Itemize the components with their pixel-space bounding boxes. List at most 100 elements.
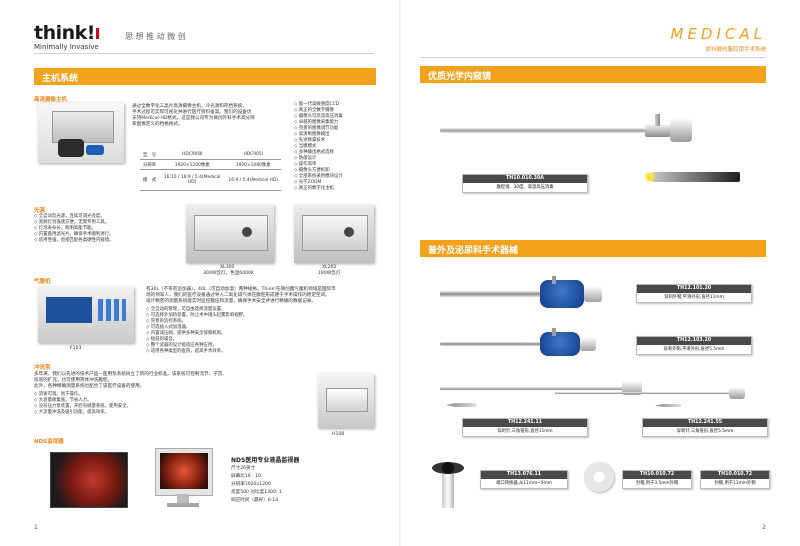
scope-tip-light [646, 173, 654, 181]
insufflator-subtitle: 气腹机 [34, 279, 51, 285]
needle-handle [729, 387, 745, 399]
camera-feature-list: ◇ 能一代高敏感度CCD ◇ 真正的全数字摄像 ◇ 摄像头可高温高压消毒 ◇ 卓… [294, 102, 343, 192]
list-item: ◇ 内置备用滤光片，确保手术顺利进行。 [34, 232, 114, 237]
trocar-cap [584, 286, 602, 302]
xl300-desc: 300W氙灯，色温6000K [203, 271, 254, 276]
monitor-stand [177, 494, 189, 504]
page-number-right: 2 [762, 524, 766, 531]
list-item: ◇ 卓越的图像采集能力 [294, 120, 339, 125]
list-item: ◇ 高清晰图像输出 [294, 132, 330, 137]
list-item: ◇ 全自动氙光源，连续可调光亮度。 [34, 214, 105, 219]
camera-subtitle: 高清摄像主机 [34, 97, 68, 103]
list-item: ◇ 整个武器的设计能适应各种应用。 [146, 343, 217, 348]
camera-coupler [86, 145, 104, 155]
trocar-5mm-image [440, 326, 620, 362]
list-item: ◇ 当模模式 [294, 144, 317, 149]
instrument-caption: TH12.241.55 穿刺针,三角锥形,直径5.5mm [642, 418, 768, 437]
light-port [344, 227, 354, 237]
list-item: ◇ 可选插入式加温器。 [146, 325, 191, 330]
monitor-image [155, 448, 213, 508]
light-source-xl300-image [186, 205, 274, 263]
trocar-11mm-image [440, 276, 620, 312]
insufflator-screen [46, 297, 92, 323]
medical-title: MEDICAL [670, 25, 766, 43]
list-item: ◇ 摄像头可高温高压消毒 [294, 114, 343, 119]
camera-unit-image [38, 103, 124, 163]
list-item: ◇ 先进降噪技术 [294, 138, 326, 143]
monitor-subtitle: NDS监视器 [34, 439, 64, 445]
monitor-surgery-image [50, 452, 128, 508]
list-item: ◇ 灯泡寿命长，照明高能节能。 [34, 226, 96, 231]
list-item: ◇ 宽频灯泡低速方便，无需专用工具。 [34, 220, 110, 225]
light-panel [302, 215, 368, 251]
table-row: 型 号 HDC905Ⅱ HDC905Ⅰ [140, 150, 282, 160]
trocar-stopcock [552, 328, 556, 336]
list-item: ◇ 没有压力泵装置，开腔有微量系统，使用安全。 [34, 404, 131, 409]
list-item: ◇ 真正的数字化主机 [294, 186, 334, 191]
scope-light-post [655, 114, 660, 126]
table-row: 分辨率 1920×1200像素 1920×1080像素 [140, 159, 282, 170]
pump-feature-list: ◇ 流速可调，易于操作。 ◇ 大容量收集瓶，节省人力。 ◇ 没有压力泵装置，开腔… [34, 392, 131, 416]
monitor-specs: 尺寸26英寸 屏幕比16 : 10 分辨率1920x1200 亮度500 对比度… [231, 466, 282, 503]
header-divider [34, 53, 374, 54]
trocar-sheath [440, 291, 540, 297]
scope-shaft [440, 128, 645, 133]
insufflator-model: F103 [70, 346, 82, 351]
section-title: 主机系统 [42, 74, 79, 84]
xl202-desc: 180W氙灯 [318, 271, 341, 276]
pump-panel [326, 388, 368, 412]
pump-image [318, 374, 374, 428]
needle-tip-11mm-image [446, 403, 476, 407]
list-item: ◇ 适用各种类型的医院，提高手术效率。 [146, 349, 226, 354]
list-item: ◇ 真正的全数字摄像 [294, 108, 334, 113]
list-item: ◇ 能一代高敏感度CCD [294, 102, 340, 107]
brand-slogan: 思 想 推 动 微 创 [125, 32, 186, 41]
converter-stem [442, 474, 454, 508]
scope-body [645, 124, 670, 137]
needle-tip-5mm-image [655, 404, 681, 407]
light-source-xl202-image [294, 205, 374, 263]
instrument-caption: TH12.101.20 穿刺外鞘,平滑外形,直径11mm [636, 284, 752, 303]
converter-top [432, 462, 464, 474]
light-subtitle: 光源 [34, 208, 46, 214]
list-item: ◇ 适用性强，直接匹配各类硬性内窥镜。 [34, 238, 114, 243]
list-item: ◇ 大流量冲洗及吸引功能，提高效率。 [34, 410, 110, 415]
insufflator-buttons [98, 299, 126, 321]
list-item: ◇ 流速可调，易于操作。 [34, 392, 83, 397]
needle-11mm-image [440, 380, 660, 396]
list-item: ◇ 全自动的管理，可自由选择流量设置。 [146, 307, 226, 312]
list-item: ◇ 全部系统采用模块设计 [294, 174, 343, 179]
xl202-model: XL202 [322, 265, 337, 270]
monitor-bezel [155, 448, 213, 496]
instrument-caption: TH10.010.72 封帽,用于3.5mm外鞘 [622, 470, 692, 489]
section-bar-instruments: 普外及泌尿科手术器械 [420, 240, 766, 257]
list-item: ◇ 极低的噪音。 [146, 337, 178, 342]
light-panel [194, 215, 268, 251]
light-feature-list: ◇ 全自动氙光源，连续可调光亮度。 ◇ 宽频灯泡低速方便，无需专用工具。 ◇ 灯… [34, 214, 113, 244]
trocar-sheath [440, 342, 540, 346]
section-bar-laparoscope: 优质光学内窥镜 [420, 66, 766, 83]
insufflator-feature-list: ◇ 全自动的管理，可自由选择流量设置。 ◇ 可选择外加热装置，防止术中镜头起雾影… [146, 307, 247, 355]
list-item: ◇ 操作简单 [294, 162, 317, 167]
laparoscope-caption: TH10.010.30A 腹腔镜、30度、高温高压消毒 [462, 174, 588, 193]
table-row: 模 式 16:10 / 16:9 / 5:4(Medical HD) 16:9 … [140, 169, 282, 191]
xl300-model: XL300 [220, 265, 235, 270]
needle-5mm-image [555, 386, 765, 400]
instrument-caption: TH12.103.20 穿刺外鞘,平滑外形,直径5.5mm [636, 336, 752, 355]
needle-shaft [555, 392, 729, 394]
list-item: ◇ 可选择外加热装置，防止术中镜头起雾影响视野。 [146, 313, 248, 318]
list-item: ◇ 大容量收集瓶，节省人力。 [34, 398, 92, 403]
list-item: ◇ 多种输出格式选择 [294, 150, 334, 155]
camera-body [52, 111, 114, 143]
header-divider-right [420, 57, 766, 58]
light-port [242, 227, 252, 237]
scope-eyepiece [670, 118, 692, 142]
monitor-screen [160, 453, 208, 489]
needle-handle [622, 381, 642, 395]
instrument-caption: TH13.076.11 端口转换器,从11mm~5mm [480, 470, 568, 489]
scope-tip-zoom [652, 172, 740, 182]
trocar-cap [580, 337, 596, 351]
page-gutter [399, 0, 401, 546]
logo-red-mark [96, 28, 99, 39]
